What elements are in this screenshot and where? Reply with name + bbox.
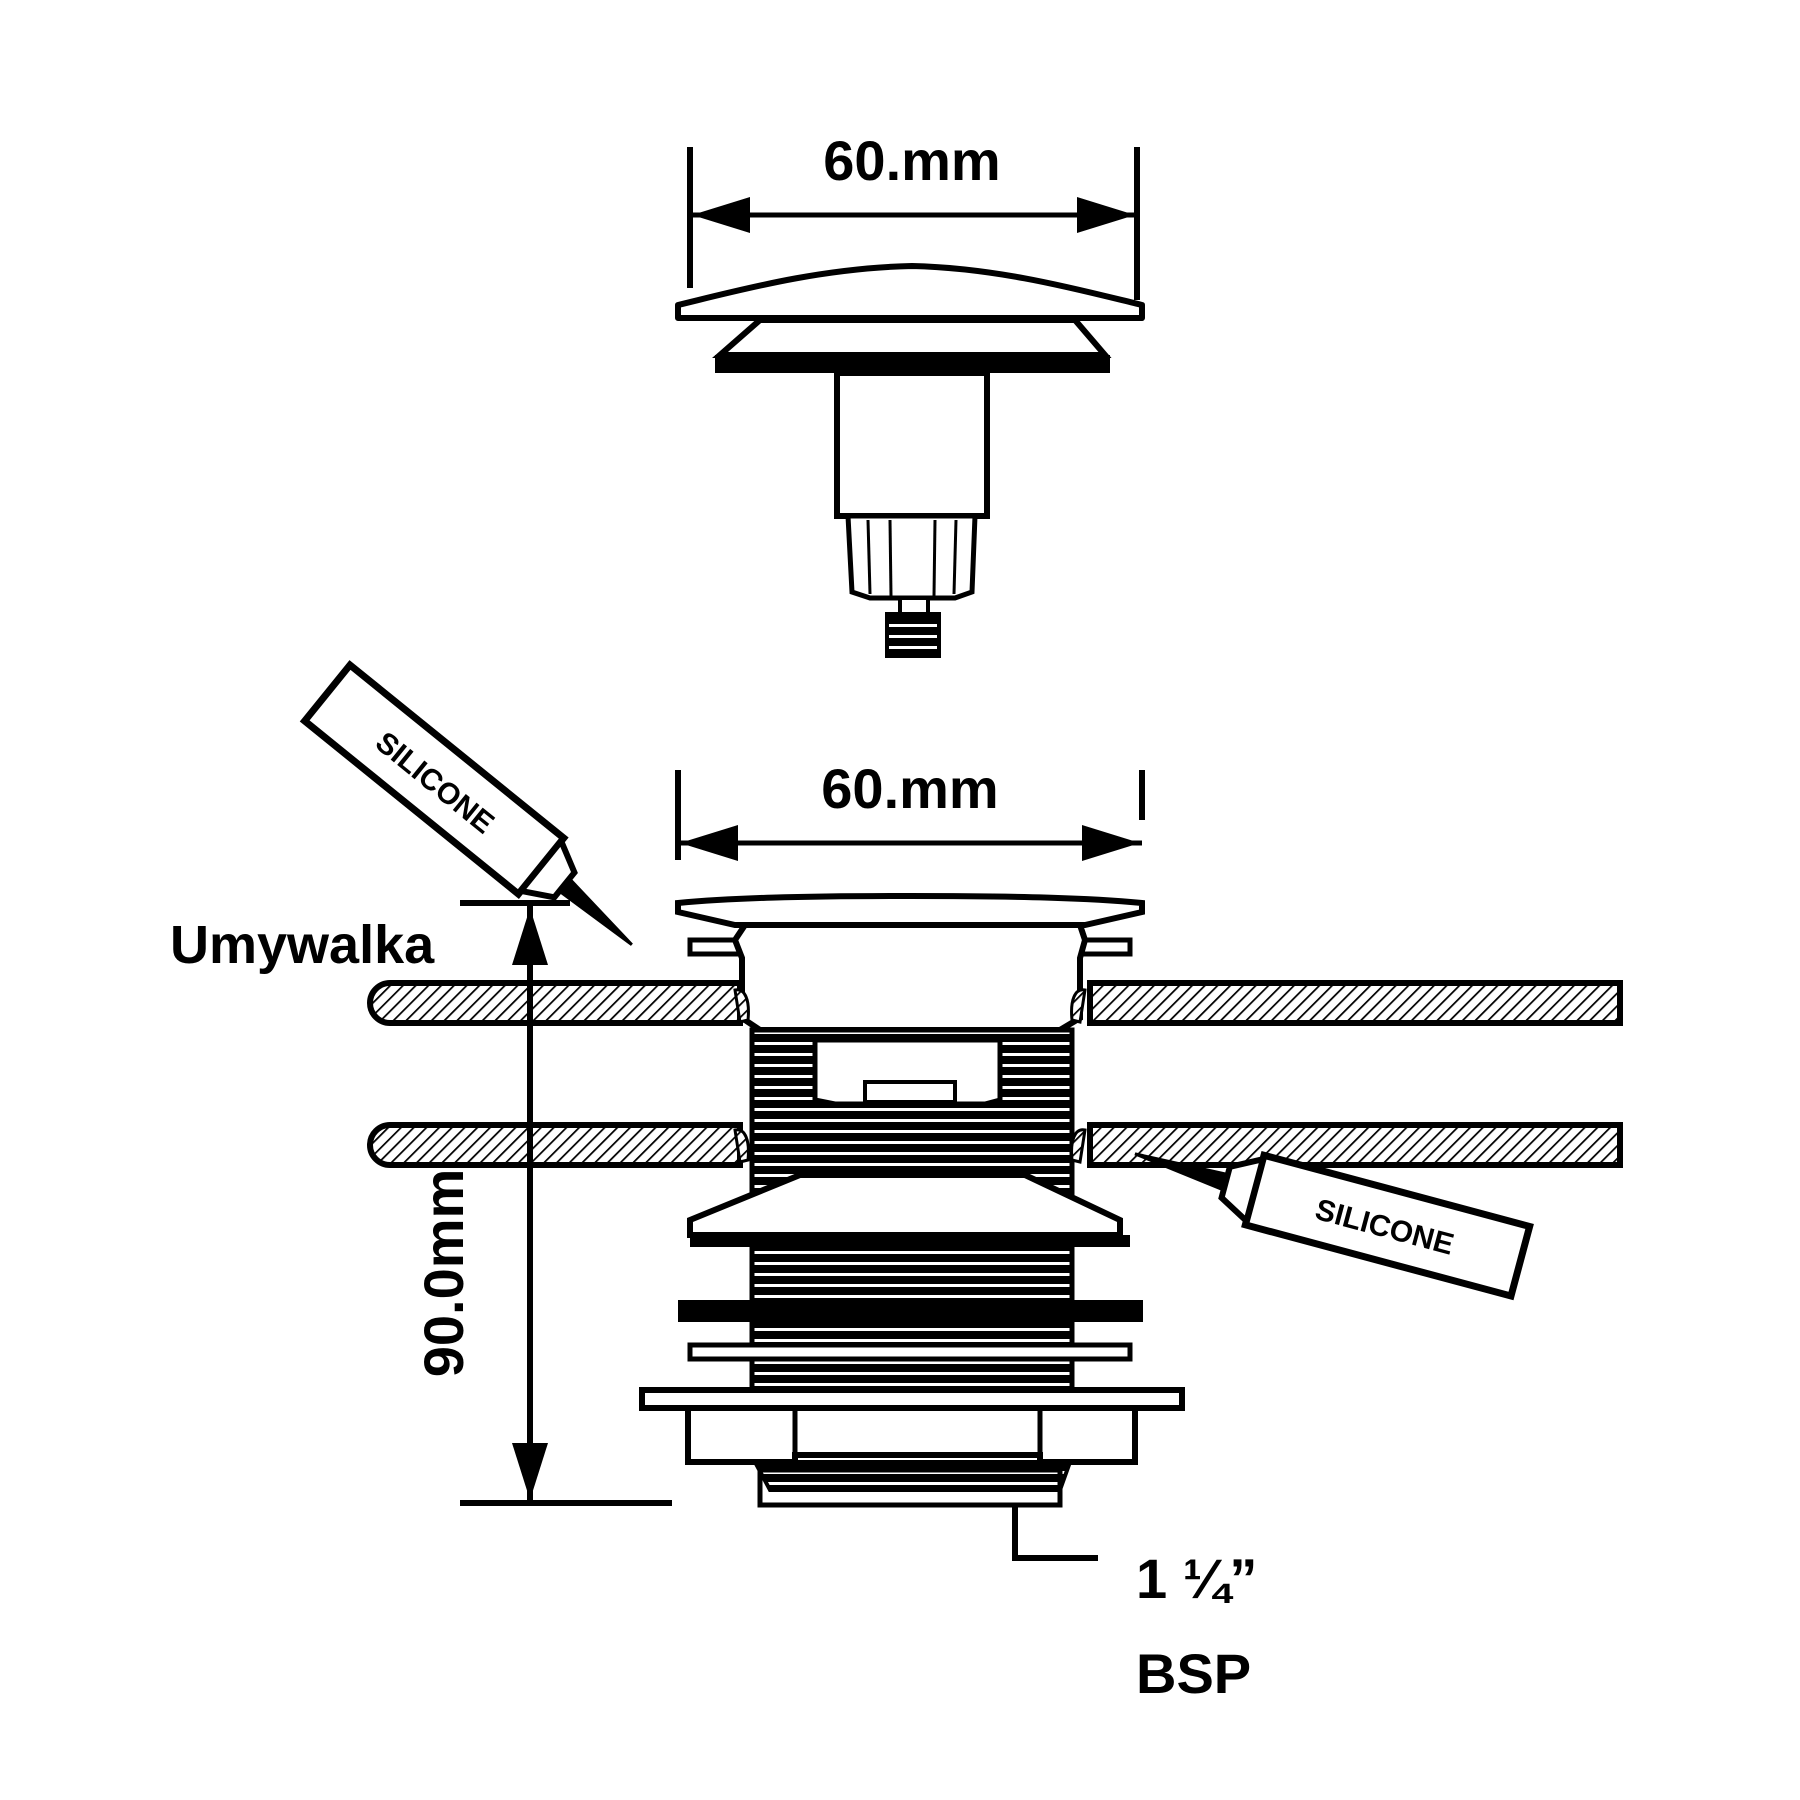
basin-label: Umywalka [170,915,435,975]
washer-thin [687,1342,1133,1362]
cap-seal [715,355,1110,373]
thread-type-label: BSP [1136,1642,1251,1705]
silicone-tube-lower: SILICONE [1134,1150,1534,1301]
basin-slab-upper-left [367,980,743,1026]
locknut-body [685,1405,1138,1465]
cap-nut [845,513,978,601]
cap-thread-tip [885,612,941,658]
flange-top [675,892,1145,928]
back-nut-base [690,1235,1130,1247]
cap-cone [712,317,1112,358]
body-arrow-right [1082,825,1140,861]
cap-stud [898,596,930,616]
body-width-label: 60.mm [821,757,998,820]
drain-body: 60.mm [639,757,1185,1561]
thread-size-label: 1 ¼” [1136,1547,1257,1610]
cap-width-label: 60.mm [823,129,1000,192]
cap-arrow-left [692,197,750,233]
height-arrow-bottom [512,1443,548,1500]
cap-dome [675,263,1145,321]
basin-slab-lower-left [367,1122,743,1168]
popup-cap: 60.mm [675,129,1145,658]
tail-thread [751,1460,1073,1492]
basin-slab-upper-right [1087,980,1623,1026]
cap-arrow-right [1077,197,1135,233]
basin-section [367,980,1623,1168]
height-label: 90.0mm [412,1169,475,1378]
cap-stem [834,370,990,519]
height-arrow-top [512,908,548,965]
height-dimension: 90.0mm [412,900,672,1506]
body-arrow-left [680,825,738,861]
body-window-bar [863,1080,957,1104]
bsp-leader [1012,1505,1098,1561]
washer-black [678,1300,1143,1322]
basin-slab-lower-right [1087,1122,1623,1168]
tail-outline [757,1467,1063,1508]
flange-neck [731,922,1089,1033]
